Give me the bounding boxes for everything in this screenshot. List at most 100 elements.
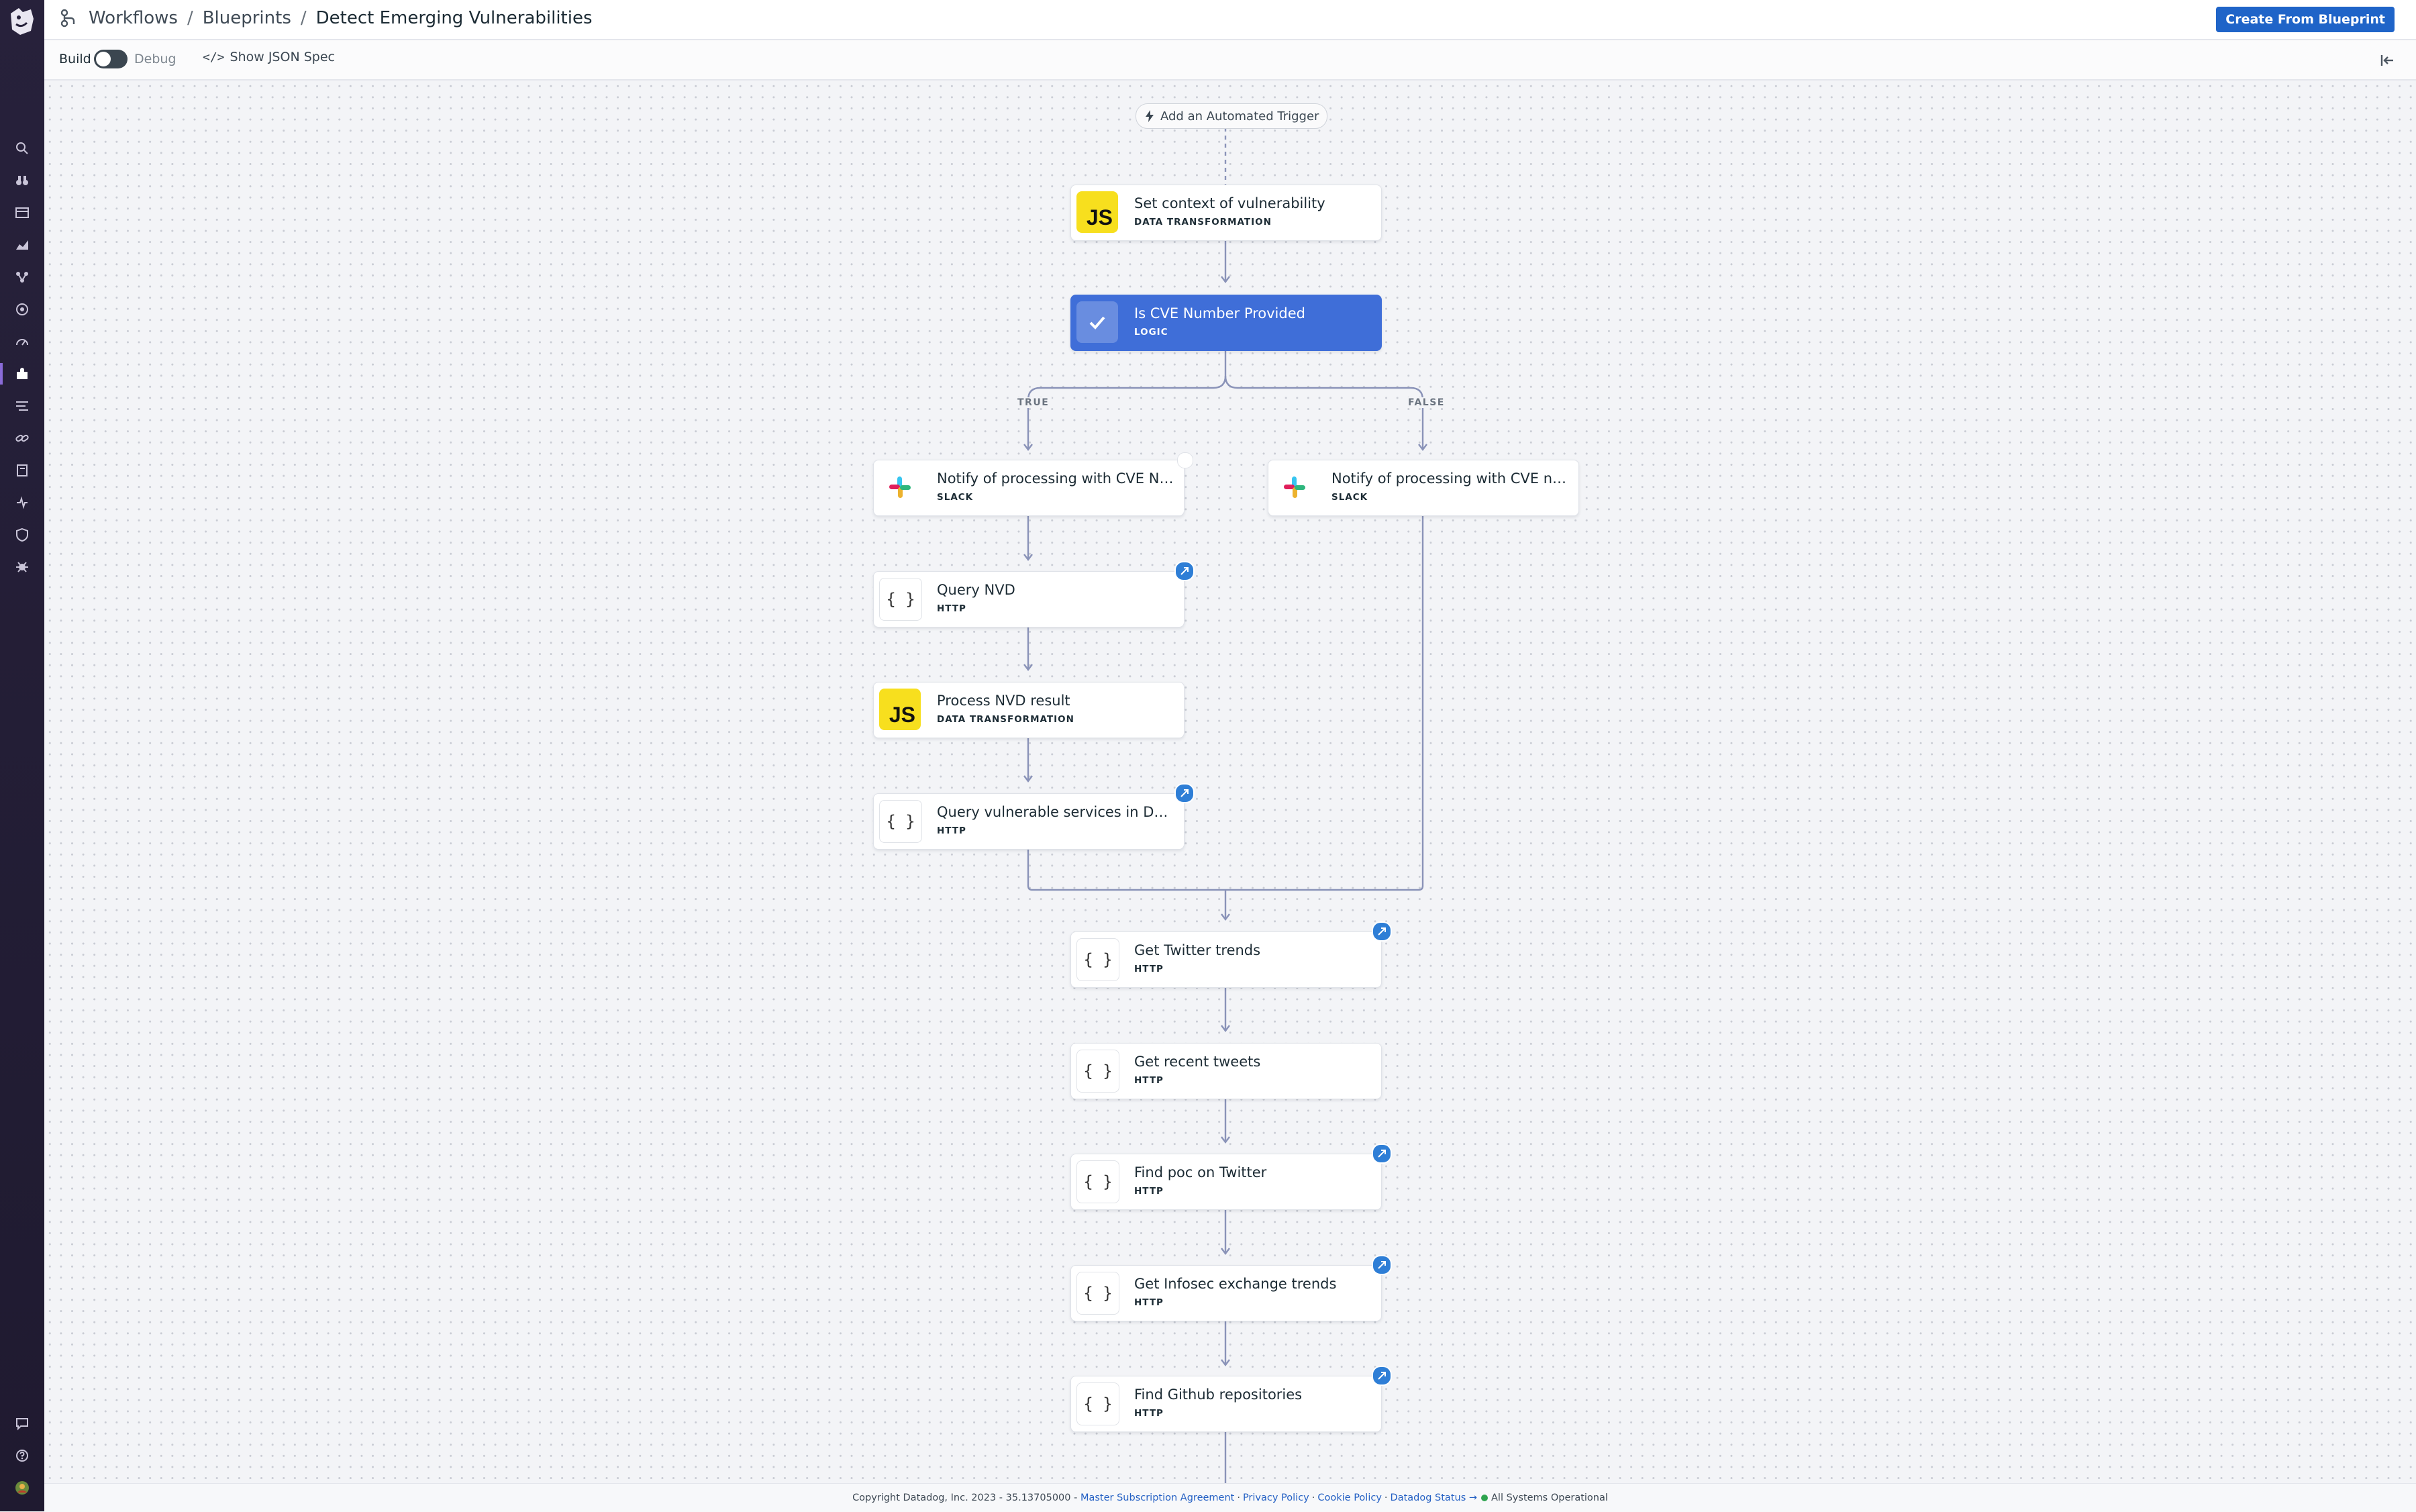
show-json-spec-button[interactable]: </> Show JSON Spec: [203, 50, 335, 64]
chat-icon[interactable]: [14, 1415, 30, 1431]
step-type: SLACK: [1331, 492, 1368, 503]
step-type: HTTP: [1134, 1408, 1164, 1419]
user-avatar[interactable]: [14, 1480, 30, 1496]
system-status-text: All Systems Operational: [1491, 1493, 1608, 1503]
add-trigger-label: Add an Automated Trigger: [1160, 109, 1319, 123]
http-icon: { }: [1076, 1050, 1119, 1093]
monitors-icon[interactable]: [14, 301, 30, 317]
node-handle[interactable]: [1177, 452, 1193, 468]
workflow-step-node[interactable]: { } Get Twitter trends HTTP: [1070, 921, 1392, 988]
help-icon[interactable]: [14, 1448, 30, 1464]
step-type: DATA TRANSFORMATION: [937, 714, 1074, 725]
build-debug-toggle[interactable]: [94, 50, 128, 68]
step-type: HTTP: [937, 825, 966, 836]
bug-icon[interactable]: [14, 559, 30, 575]
true-branch-label: TRUE: [1015, 397, 1052, 408]
workflow-step-node[interactable]: { } Query NVD HTTP: [873, 561, 1195, 627]
add-trigger-button[interactable]: Add an Automated Trigger: [1136, 103, 1328, 129]
step-name: Process NVD result: [937, 693, 1070, 709]
connection-badge-icon[interactable]: [1372, 1366, 1392, 1386]
breadcrumb-separator: /: [300, 8, 307, 28]
step-type: HTTP: [1134, 964, 1164, 974]
step-name: Get recent tweets: [1134, 1054, 1261, 1070]
step-type: HTTP: [1134, 1075, 1164, 1086]
workflow-icon: [60, 9, 75, 28]
code-icon: </>: [203, 50, 225, 64]
workflow-step-node[interactable]: { } Find Github repositories HTTP: [1070, 1366, 1392, 1432]
workflow-step-node[interactable]: Notify of processing with CVE Num SLACK: [873, 452, 1193, 516]
copyright-text: Copyright Datadog, Inc. 2023 - 35.137050…: [852, 1493, 1078, 1503]
create-from-blueprint-button[interactable]: Create From Blueprint: [2216, 7, 2395, 32]
javascript-icon: JS: [1076, 191, 1118, 233]
workflow-step-node-selected[interactable]: Is CVE Number Provided LOGIC: [1070, 295, 1382, 351]
true-branch-edge: [1027, 350, 1227, 448]
connection-badge-icon[interactable]: [1174, 783, 1195, 803]
connection-badge-icon[interactable]: [1372, 1255, 1392, 1275]
step-type: HTTP: [937, 603, 966, 614]
workflows-puzzle-icon[interactable]: [0, 363, 30, 385]
step-type: HTTP: [1134, 1297, 1164, 1308]
check-icon: [1076, 301, 1118, 343]
show-json-spec-label: Show JSON Spec: [230, 50, 335, 64]
security-shield-icon[interactable]: [14, 527, 30, 543]
page-title: Detect Emerging Vulnerabilities: [315, 8, 593, 28]
slack-icon: [879, 466, 921, 508]
workflow-step-node[interactable]: Notify of processing with CVE name SLACK: [1268, 460, 1579, 516]
http-icon: { }: [879, 800, 922, 843]
workflow-edges: [1023, 128, 1427, 1483]
step-name: Query NVD: [937, 582, 1015, 598]
footer-separator: ·: [1237, 1493, 1240, 1503]
workflow-step-node[interactable]: { } Get recent tweets HTTP: [1070, 1043, 1382, 1099]
step-name: Notify of processing with CVE name: [1331, 470, 1570, 487]
page-header: Workflows / Blueprints / Detect Emerging…: [44, 0, 2416, 40]
debug-mode-label: Debug: [134, 52, 177, 66]
workflow-step-node[interactable]: { } Get Infosec exchange trends HTTP: [1070, 1255, 1392, 1321]
step-name: Get Infosec exchange trends: [1134, 1276, 1337, 1292]
footer-link-privacy[interactable]: Privacy Policy: [1242, 1493, 1309, 1503]
connection-badge-icon[interactable]: [1174, 561, 1195, 581]
workflow-canvas[interactable]: Add an Automated Trigger TRUE FALSE JS S…: [44, 81, 2416, 1483]
workflow-step-node[interactable]: JS Set context of vulnerability DATA TRA…: [1070, 185, 1382, 241]
workflow-step-node[interactable]: { } Find poc on Twitter HTTP: [1070, 1144, 1392, 1210]
lightning-icon: [1146, 110, 1154, 122]
breadcrumb-separator: /: [187, 8, 193, 28]
step-name: Find Github repositories: [1134, 1387, 1303, 1403]
integrations-icon[interactable]: [14, 269, 30, 285]
step-type: HTTP: [1134, 1186, 1164, 1197]
footer-link-msa[interactable]: Master Subscription Agreement: [1080, 1493, 1235, 1503]
step-name: Is CVE Number Provided: [1134, 305, 1305, 321]
status-ok-icon: [1481, 1495, 1489, 1501]
notebooks-icon[interactable]: [14, 462, 30, 478]
search-icon[interactable]: [14, 140, 30, 156]
javascript-icon: JS: [879, 689, 921, 730]
binoculars-icon[interactable]: [14, 172, 30, 189]
slack-icon: [1274, 466, 1315, 508]
footer-link-cookie[interactable]: Cookie Policy: [1317, 1493, 1382, 1503]
step-name: Set context of vulnerability: [1134, 195, 1325, 211]
breadcrumb-workflows[interactable]: Workflows: [89, 8, 178, 28]
http-icon: { }: [879, 578, 922, 621]
logs-icon[interactable]: [14, 398, 30, 414]
step-name: Find poc on Twitter: [1134, 1164, 1267, 1180]
synthetics-icon[interactable]: [14, 495, 30, 511]
breadcrumb: Workflows / Blueprints / Detect Emerging…: [59, 8, 593, 28]
step-type: SLACK: [937, 492, 974, 503]
step-type: DATA TRANSFORMATION: [1134, 217, 1272, 228]
footer-link-status[interactable]: Datadog Status →: [1390, 1493, 1478, 1503]
workflow-step-node[interactable]: JS Process NVD result DATA TRANSFORMATIO…: [873, 682, 1185, 738]
metrics-icon[interactable]: [14, 237, 30, 253]
apm-icon[interactable]: [14, 334, 30, 350]
connection-badge-icon[interactable]: [1372, 921, 1392, 942]
collapse-panel-icon[interactable]: [2378, 52, 2396, 69]
build-mode-label: Build: [59, 52, 91, 66]
dashboard-icon[interactable]: [14, 205, 30, 221]
step-name: Query vulnerable services in Datadog: [937, 804, 1175, 820]
false-branch-label: FALSE: [1405, 397, 1448, 408]
connection-badge-icon[interactable]: [1372, 1144, 1392, 1164]
sidebar-nav: [0, 0, 44, 1511]
breadcrumb-blueprints[interactable]: Blueprints: [202, 8, 291, 28]
link-icon[interactable]: [14, 430, 30, 446]
workflow-step-node[interactable]: { } Query vulnerable services in Datadog…: [873, 783, 1195, 850]
datadog-logo[interactable]: [7, 4, 38, 39]
toolbar: Build Debug </> Show JSON Spec: [44, 40, 2416, 81]
